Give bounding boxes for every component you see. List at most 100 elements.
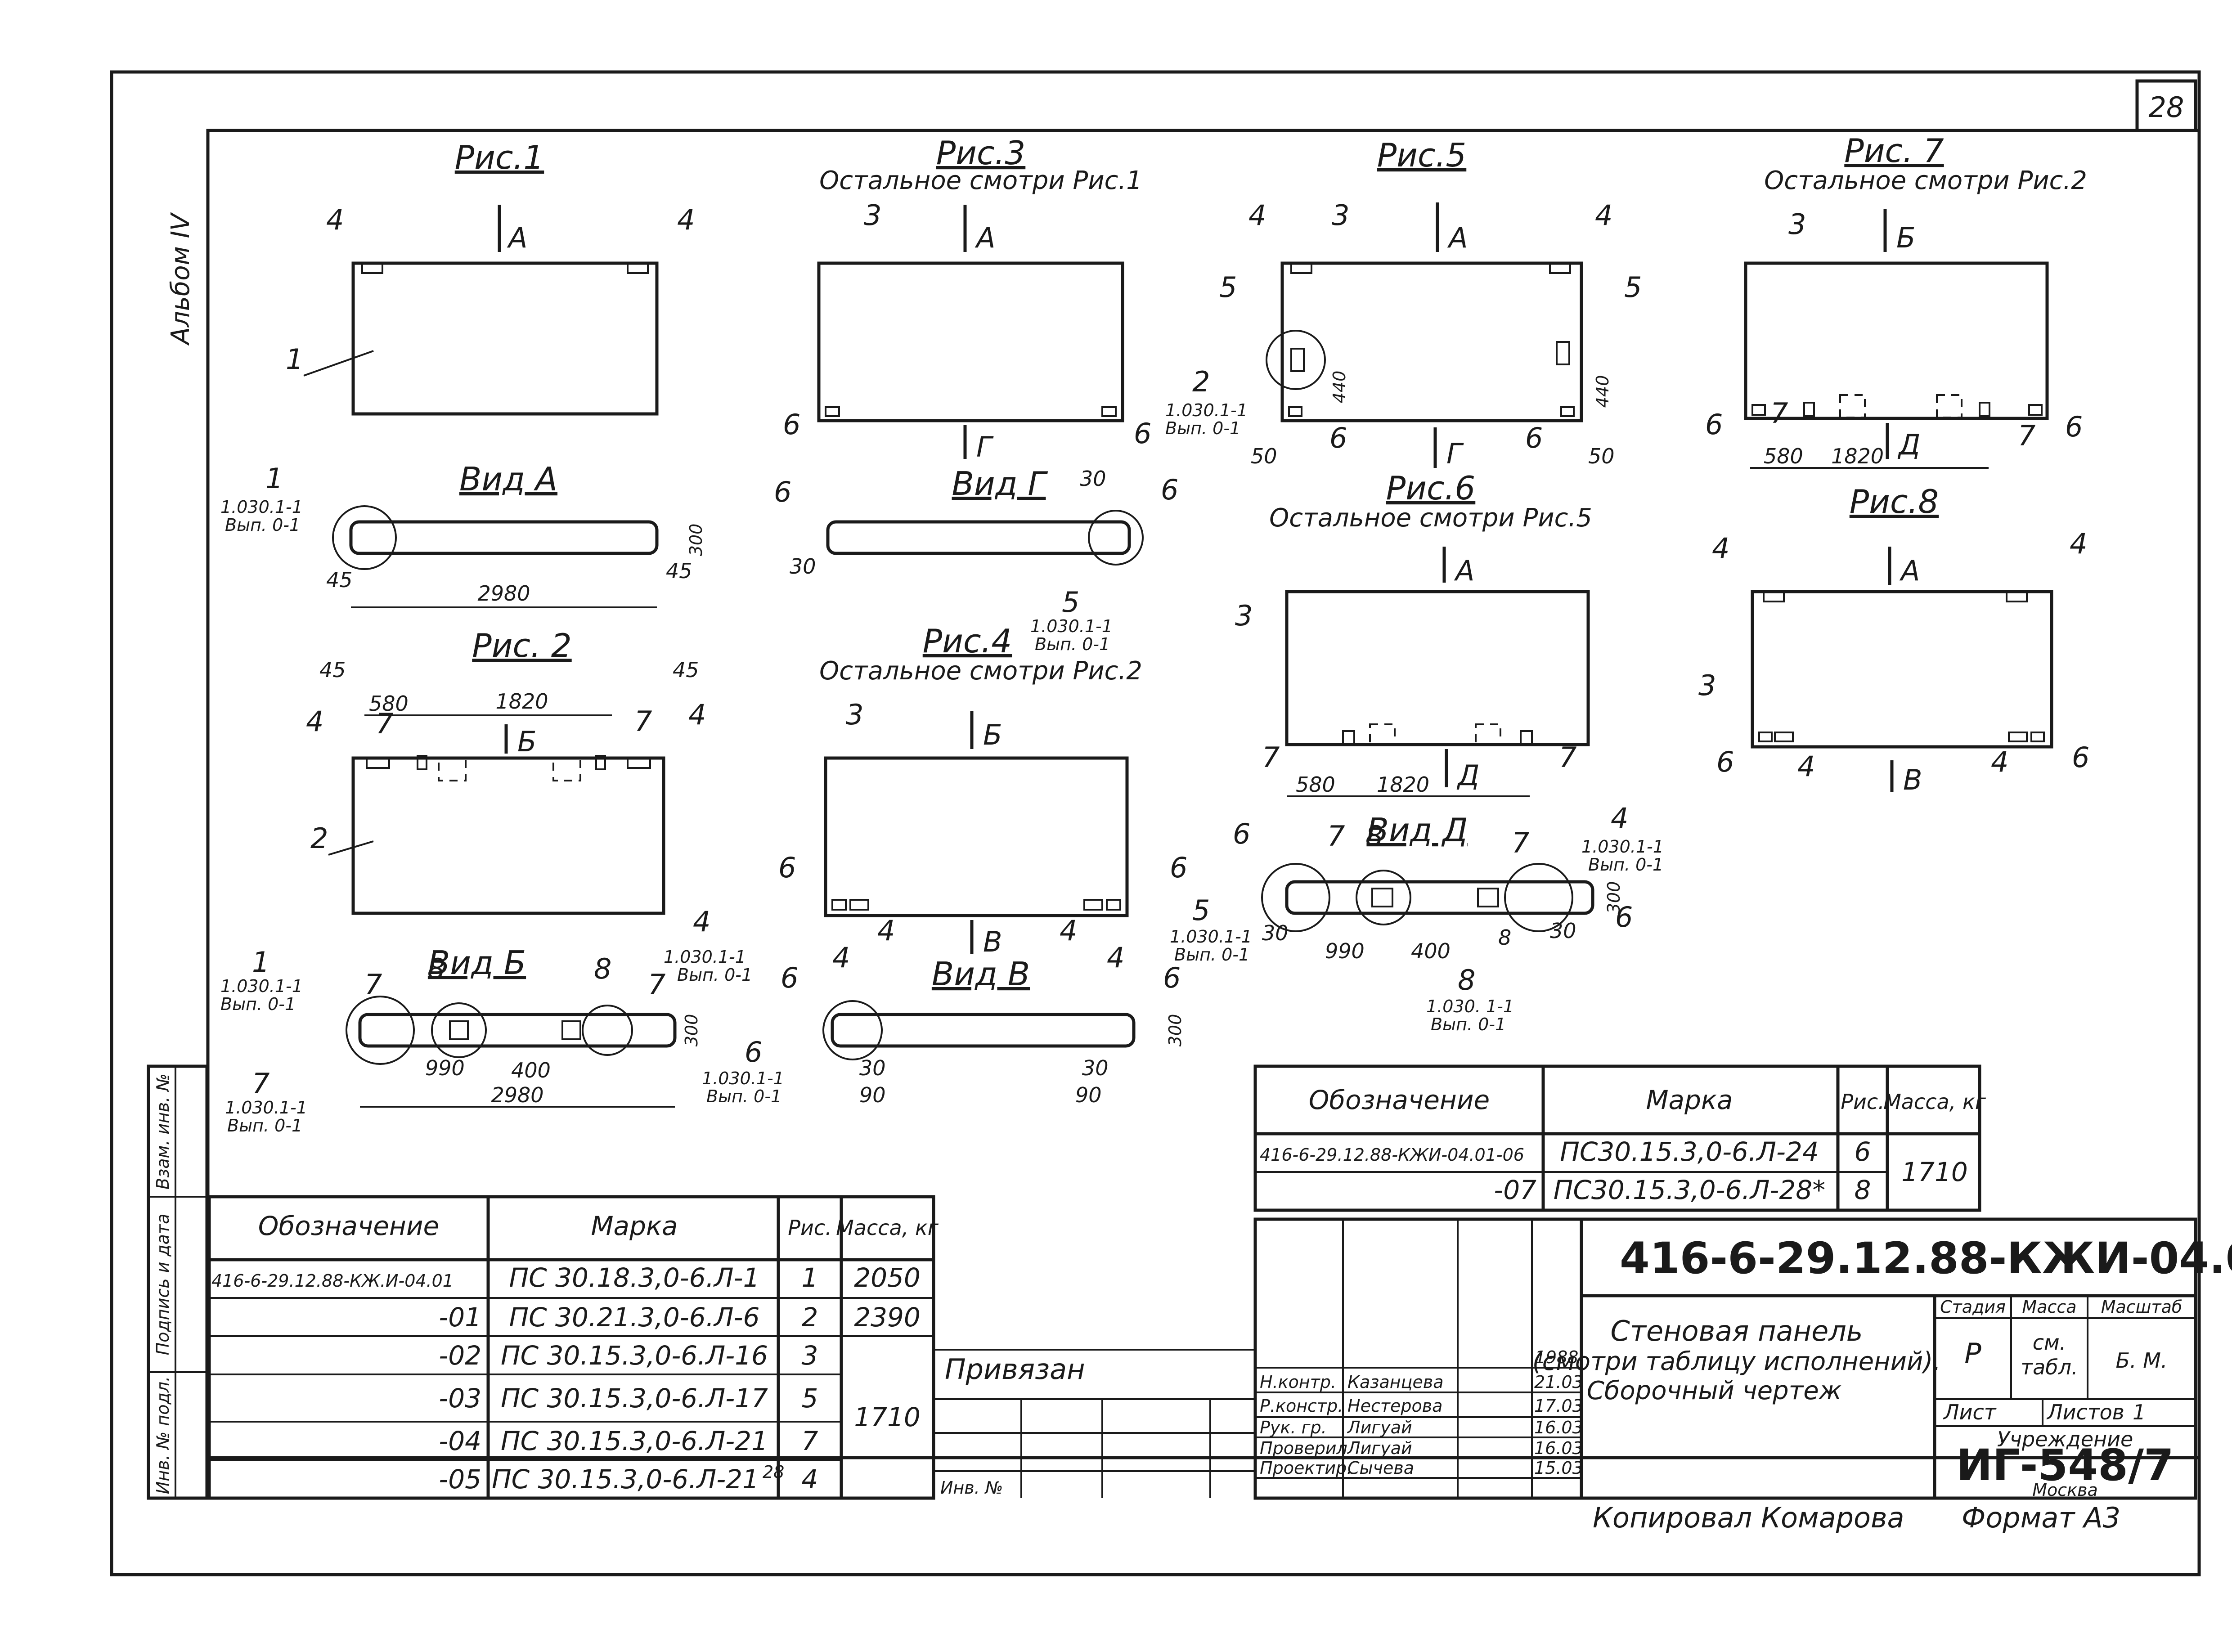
org-label: Учреждение [1997,1427,2133,1451]
fig7-panel [1744,261,2049,420]
fig7-p7b: 7 [2018,419,2035,452]
fig6-p3: 3 [1235,599,1253,632]
mass-value-1: см. [2033,1330,2066,1355]
view-v-d90b: 90 [1075,1083,1102,1107]
fig5-p6a: 6 [1329,422,1347,454]
fig7-d1820: 1820 [1831,444,1884,468]
fig5-p6b: 6 [1525,422,1543,454]
view-d-title: Вид Д [1366,811,1468,849]
fig3-arrow-bottom-label: Г [976,431,994,463]
scale-header: Масштаб [2101,1297,2183,1317]
view-d-p4: 4 [1611,802,1628,835]
view-d-p6b: 6 [1615,901,1633,934]
person-2-date: 16.03 [1534,1418,1583,1437]
sheet-number-box [2135,79,2197,132]
fig4-arrow-top-label: Б [983,718,1002,751]
spec-right-r0-code: 416-6-29.12.88-КЖИ-04.01-06 [1260,1145,1524,1165]
view-g-p6a: 6 [774,476,791,508]
view-b-p7c: 7 [252,1067,269,1100]
fig7-arrow-bottom-label: Д [1897,428,1920,461]
person-1-role: Р.констр. [1260,1396,1343,1416]
fig8-arrow-bottom-label: В [1903,763,1922,796]
title-block-grid [934,1217,2197,1500]
fig5-d50b: 50 [1588,444,1615,468]
spec-main-r3-fig: 5 [802,1383,818,1414]
spec-right-r1-mark: ПС30.15.3,0-6.Л-28* [1554,1175,1825,1205]
side-stamp-replace: Взам. инв. № [153,1073,173,1190]
fig6-d1820: 1820 [1377,772,1429,797]
fig6-arrow-top-label: А [1454,554,1474,587]
fig8-p4c: 4 [1797,750,1815,783]
fig1-leader [303,350,374,377]
view-b-ref1: 1.030.1-1 [220,976,303,996]
sheets-value: 1 [2133,1400,2146,1424]
fig8-p4d: 4 [1991,745,2008,778]
view-a-pos1: 1 [265,462,283,495]
fig8-loop-right [2006,591,2028,602]
fig6-p7a: 7 [1262,741,1280,774]
view-v-p6a: 6 [781,961,798,994]
fig5-p3: 3 [1332,199,1349,232]
person-3-role: Проверил [1260,1438,1347,1458]
view-b-p1: 1 [252,946,269,979]
view-g-title: Вид Г [952,465,1048,503]
spec-main-r3-mark: ПС 30.15.3,0-6.Л-17 [501,1383,768,1414]
fig5-d50a: 50 [1251,444,1277,468]
view-v-ref1: 1.030.1-1 [702,1068,784,1088]
view-d-section [1285,880,1594,915]
spec-main-r5-code: -05 [439,1464,481,1495]
fig4-loop-left [849,899,869,911]
fig5-p5b: 5 [1624,271,1642,304]
fig5-loop-right [1549,262,1571,274]
person-4-role: Проектир. [1260,1458,1352,1478]
fig1-panel [351,261,659,416]
stage-value: Р [1964,1337,1981,1370]
stage-header: Стадия [1940,1297,2006,1317]
view-b-p8b: 8 [594,952,611,985]
view-d-p7a: 7 [1327,820,1345,853]
fig4-loop-right [1083,899,1103,911]
fig3-title: Рис.3 [936,134,1026,172]
view-b-callout-right [582,1005,633,1056]
fig8-p6a: 6 [1716,745,1734,778]
view-d-callout-left [1261,863,1330,932]
fig4-panel [824,756,1129,917]
fig6-opening-right [1475,723,1501,745]
spec-main-h-fig: Рис. [788,1216,832,1240]
fig2-leader [328,840,374,856]
fig2-p7b: 7 [634,705,652,738]
spec-main-r5-mark: ПС 30.15.3,0-6.Л-21 [492,1464,759,1495]
copied-by: Копировал Комарова [1593,1501,1904,1534]
view-d-callout-mid [1356,870,1411,925]
fig5-anchor-left [1288,406,1302,417]
fig7-p6a: 6 [1705,408,1723,441]
inner-frame [206,129,2201,1459]
spec-main-r4-mark: ПС 30.15.3,0-6.Л-21 [501,1426,768,1456]
fig1-pos1: 1 [286,343,303,376]
fig2-insert-right [595,755,606,770]
spec-main-r1-mass: 2390 [854,1302,921,1333]
person-2-name: Лигуай [1347,1418,1412,1437]
fig1-loop-right [627,262,649,274]
spec-main-r5-fig: 4 [802,1464,818,1495]
side-stamp [147,1064,209,1500]
view-v-p4a: 4 [832,941,850,974]
spec-right-r1-code: -07 [1494,1175,1536,1205]
fig4-p4a: 4 [877,914,895,947]
view-a-callout [332,505,397,570]
fig6-insert-left [1342,730,1355,745]
view-d-p5: 5 [1192,894,1210,927]
fig7-opening-left [1839,394,1866,418]
fig7-insert-right [1979,402,1990,417]
spec-main-r1-mark: ПС 30.21.3,0-6.Л-6 [509,1302,760,1333]
fig5-loop-left [1290,262,1312,274]
fig4-arrow-bottom-label: В [983,925,1002,958]
fig4-p6a: 6 [778,851,796,884]
view-b-d2980: 2980 [491,1083,543,1107]
view-g-section [826,520,1131,555]
view-d-p7b: 7 [1512,826,1529,859]
fig5-d440a: 440 [1329,371,1349,404]
fig6-d580: 580 [1296,772,1335,797]
fig8-loop-bottom-right [2008,732,2028,742]
